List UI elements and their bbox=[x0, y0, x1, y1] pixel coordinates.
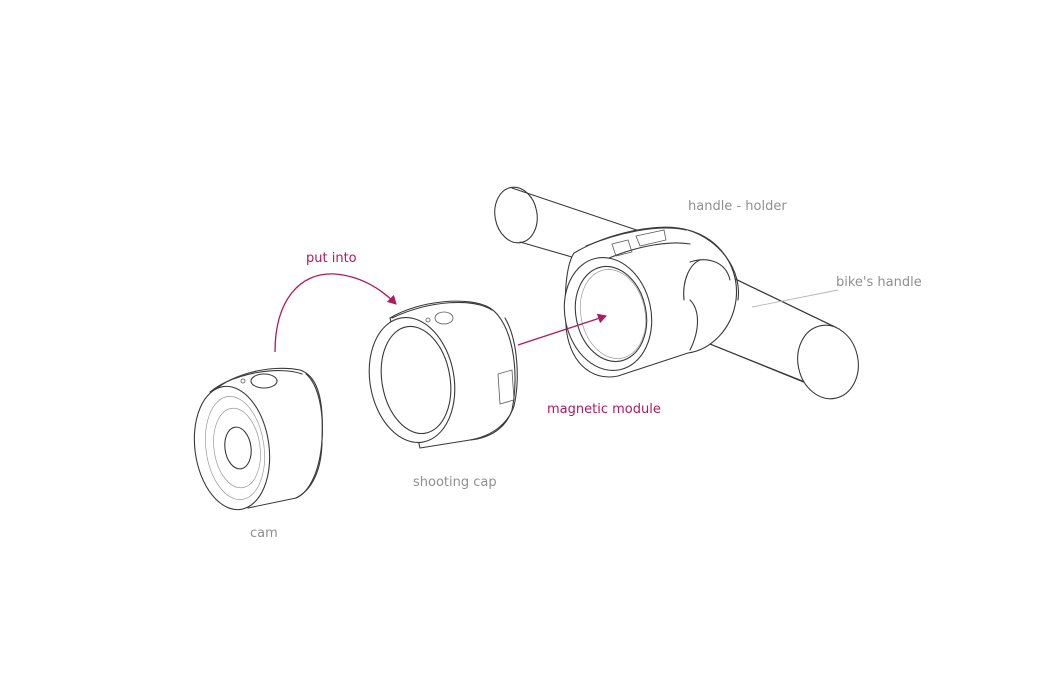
put-into-arrow bbox=[274, 273, 397, 353]
label-handle-holder: handle - holder bbox=[688, 199, 787, 214]
label-shooting-cap: shooting cap bbox=[413, 475, 497, 490]
bikes-handle-leader-line bbox=[751, 289, 839, 308]
label-bikes-handle: bike's handle bbox=[836, 275, 922, 290]
label-magnetic-module: magnetic module bbox=[547, 402, 661, 417]
label-cam: cam bbox=[250, 526, 278, 541]
magnetic-module-arrow bbox=[517, 313, 607, 346]
handle-holder bbox=[563, 226, 740, 378]
label-put-into: put into bbox=[306, 251, 357, 266]
cam bbox=[193, 367, 323, 511]
shooting-cap bbox=[368, 300, 518, 449]
